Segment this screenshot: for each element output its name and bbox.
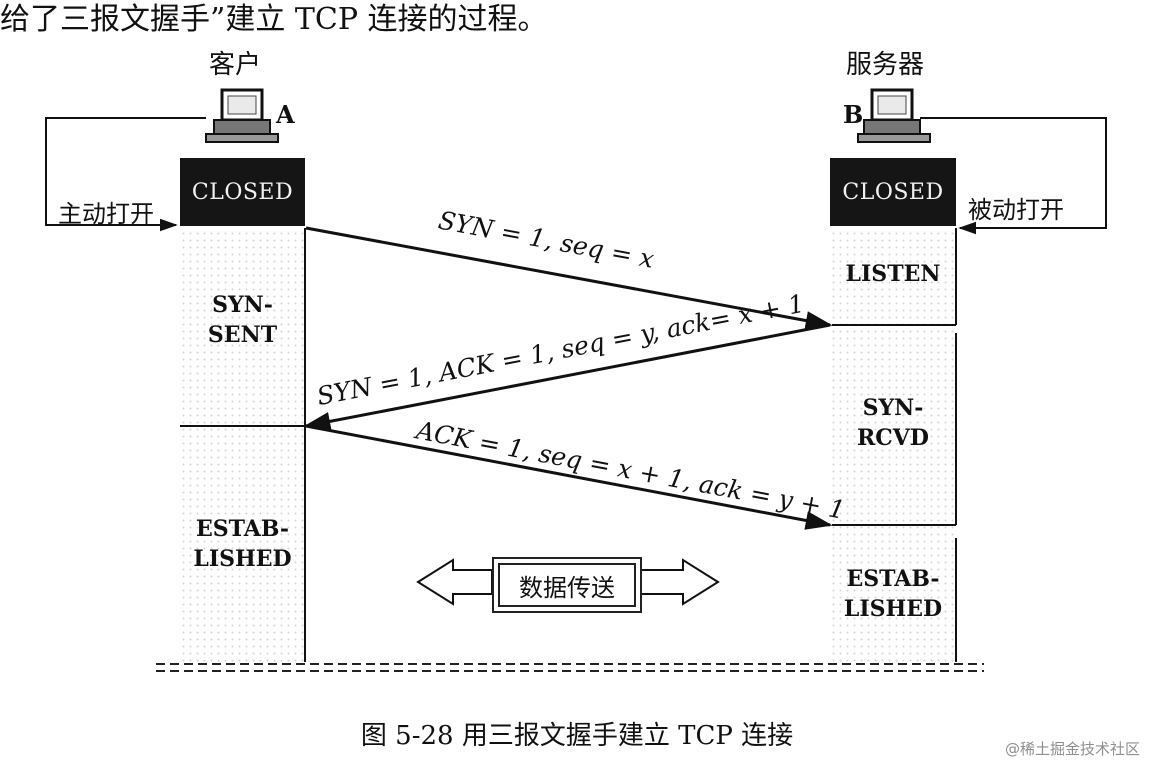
- data-transfer-box: 数据传送: [492, 557, 642, 613]
- watermark: @稀土掘金技术社区: [1004, 740, 1140, 758]
- data-transfer-label: 数据传送: [519, 573, 615, 602]
- client-letter: A: [276, 100, 295, 129]
- server-state-listen: LISTEN: [845, 261, 941, 287]
- client-computer-icon: [205, 88, 279, 143]
- server-closed-state: CLOSED: [830, 158, 956, 226]
- syn-ack-arrow: [303, 323, 831, 431]
- client-state-syn-sent: SYN- SENT: [207, 292, 278, 348]
- server-state-established: ESTAB- LISHED: [843, 566, 943, 622]
- server-letter: B: [843, 100, 864, 129]
- passive-open-loop-line: [920, 117, 1107, 235]
- ack-arrow: [305, 424, 833, 530]
- active-open-loop-line: [45, 117, 206, 232]
- server-label: 服务器: [846, 50, 925, 80]
- figure-caption: 图 5-28 用三报文握手建立 TCP 连接: [360, 721, 794, 751]
- server-computer-icon: [857, 88, 931, 143]
- server-state-column: [830, 230, 956, 662]
- client-state-column: [180, 230, 305, 662]
- header-text: 给了三报文握手”建立 TCP 连接的过程。: [0, 2, 548, 37]
- active-open-label: 主动打开: [58, 200, 154, 228]
- client-closed-state: CLOSED: [180, 158, 305, 226]
- syn-arrow: [305, 226, 833, 330]
- server-state-syn-rcvd: SYN- RCVD: [857, 395, 929, 451]
- client-label: 客户: [209, 50, 262, 80]
- passive-open-label: 被动打开: [968, 196, 1064, 224]
- client-state-established: ESTAB- LISHED: [193, 516, 292, 572]
